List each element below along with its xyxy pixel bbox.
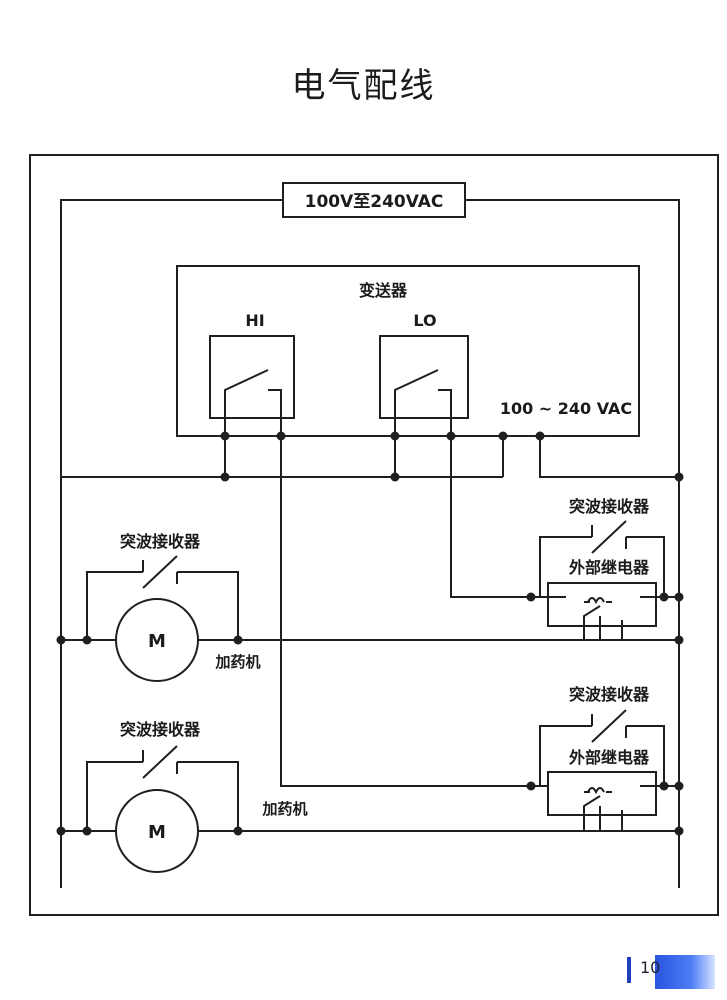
outer-frame: [29, 154, 719, 916]
relay-lo: LO: [379, 311, 469, 436]
external-relay-label-1: 外部继电器: [568, 558, 650, 577]
dosing-machine-label-1: 加药机: [214, 653, 260, 671]
motor-symbol-1: M: [148, 631, 166, 652]
motor-circuit-2: 突波接收器 M 加药机: [61, 720, 679, 873]
external-relay-circuit-1: 突波接收器 外部继电器: [539, 497, 679, 640]
surge-absorber-label-3: 突波接收器: [569, 497, 650, 516]
external-relay-label-2: 外部继电器: [568, 748, 650, 767]
transmitter-label: 变送器: [359, 281, 408, 300]
page-title: 电气配线: [291, 66, 436, 106]
transmitter-wiring: [61, 436, 679, 787]
relay-hi-label: HI: [245, 311, 264, 330]
transmitter-box: [176, 265, 640, 437]
motor-symbol-2: M: [148, 822, 166, 843]
page-tab: [655, 955, 715, 989]
dosing-machine-label-2: 加药机: [261, 800, 307, 818]
relay-lo-label: LO: [413, 311, 436, 330]
motor-circuit-1: 突波接收器 M 加药机: [61, 532, 679, 682]
page-number: 10: [640, 958, 661, 977]
supply-lines: [60, 199, 680, 888]
relay-hi: HI: [209, 311, 295, 436]
transmitter-power-label: 100 ~ 240 VAC: [500, 399, 632, 418]
surge-absorber-label-2: 突波接收器: [120, 720, 201, 739]
page-tab-bar: [627, 957, 631, 983]
supply-label: 100V至240VAC: [305, 192, 444, 212]
surge-absorber-label-1: 突波接收器: [120, 532, 201, 551]
external-relay-circuit-2: 突波接收器 外部继电器: [539, 685, 679, 831]
surge-absorber-label-4: 突波接收器: [569, 685, 650, 704]
junction-dots: [56, 431, 684, 836]
